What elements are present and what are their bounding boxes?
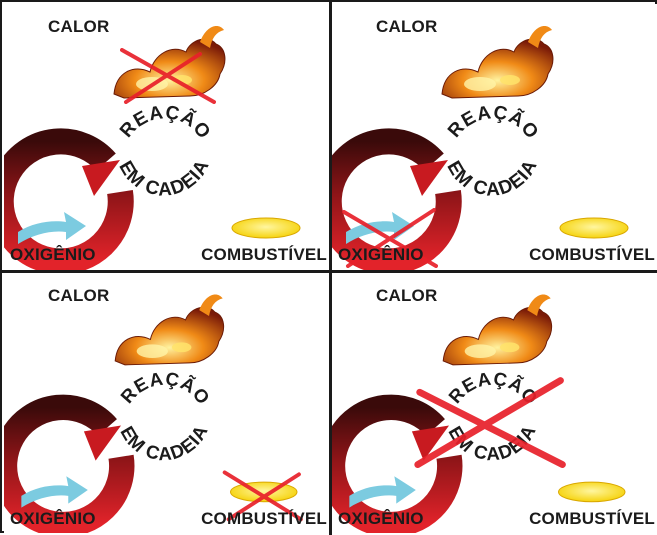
- heat-label: CALOR: [48, 18, 109, 35]
- heat-flame-icon: [115, 295, 223, 365]
- oxygen-label: OXIGÊNIO: [10, 246, 96, 263]
- heat-label: CALOR: [376, 18, 437, 35]
- reaction-label: REAÇÃO: [116, 368, 215, 409]
- ring-arrow-head: [410, 160, 448, 196]
- reaction-label: REAÇÃO: [444, 102, 543, 143]
- oxygen-label: OXIGÊNIO: [10, 510, 96, 527]
- heat-label: CALOR: [48, 287, 109, 304]
- reaction-label: REAÇÃO: [116, 102, 215, 143]
- heat-label: CALOR: [376, 287, 437, 304]
- heat-flame-icon: [114, 26, 225, 98]
- fuel-disk-icon: [232, 218, 300, 238]
- fuel-disk-icon: [560, 218, 628, 238]
- heat-flame-icon: [442, 26, 553, 98]
- fuel-label: COMBUSTÍVEL: [529, 510, 655, 527]
- chain-reaction-ring: [332, 141, 449, 261]
- chain-reaction-ring: [4, 141, 121, 261]
- fuel-label: COMBUSTÍVEL: [201, 510, 327, 527]
- oxygen-label: OXIGÊNIO: [338, 246, 424, 263]
- ring-arrow-head: [82, 160, 120, 196]
- heat-flame-icon: [443, 295, 551, 365]
- oxygen-label: OXIGÊNIO: [338, 510, 424, 527]
- ring-arrow-head: [84, 425, 121, 460]
- fuel-disk-icon: [559, 482, 625, 502]
- fuel-label: COMBUSTÍVEL: [529, 246, 655, 263]
- fuel-label: COMBUSTÍVEL: [201, 246, 327, 263]
